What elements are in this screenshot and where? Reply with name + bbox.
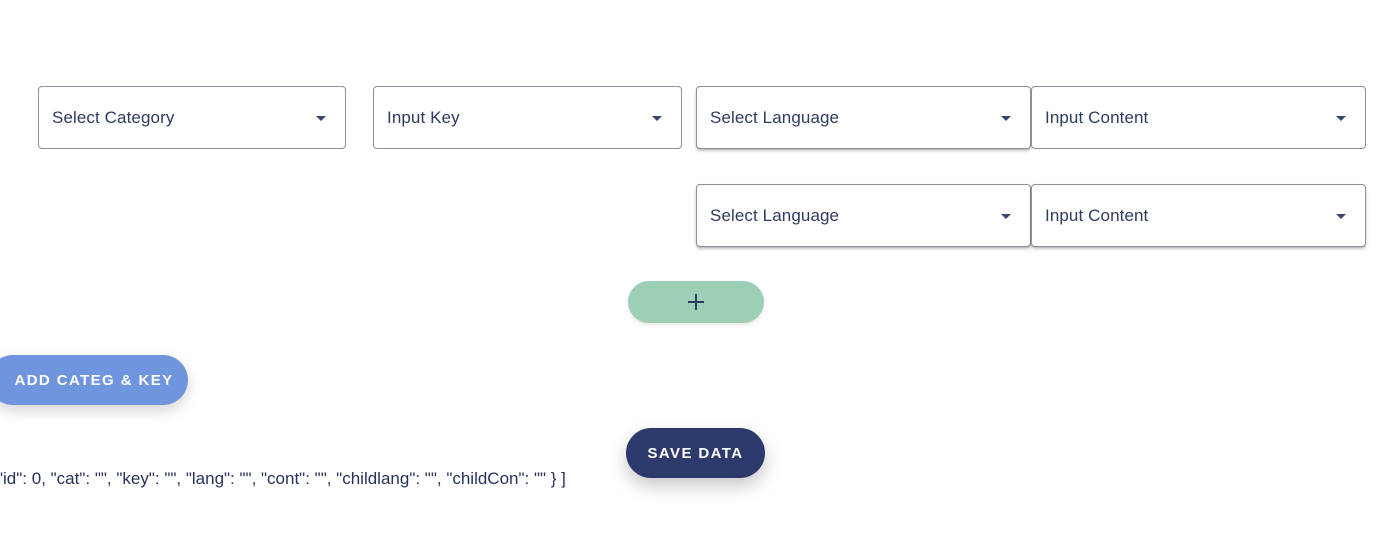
category-select-label: Select Category xyxy=(52,107,175,127)
chevron-down-icon xyxy=(316,115,326,121)
language-select[interactable]: Select Language xyxy=(696,86,1031,149)
data-output-text: "id": 0, "cat": "", "key": "", "lang": "… xyxy=(0,469,566,488)
child-language-select[interactable]: Select Language xyxy=(696,184,1031,247)
chevron-down-icon xyxy=(1336,115,1346,121)
child-content-select-label: Input Content xyxy=(1045,205,1149,225)
add-category-key-button[interactable]: ADD CATEG & KEY xyxy=(0,355,188,405)
child-language-select-label: Select Language xyxy=(710,205,840,225)
content-select-label: Input Content xyxy=(1045,107,1149,127)
plus-icon xyxy=(688,294,704,310)
chevron-down-icon xyxy=(1001,115,1011,121)
category-select[interactable]: Select Category xyxy=(38,86,346,149)
language-select-label: Select Language xyxy=(710,107,840,127)
child-content-select[interactable]: Input Content xyxy=(1031,184,1366,247)
save-data-button[interactable]: SAVE DATA xyxy=(626,428,765,478)
chevron-down-icon xyxy=(1336,213,1346,219)
chevron-down-icon xyxy=(1001,213,1011,219)
key-select[interactable]: Input Key xyxy=(373,86,682,149)
key-select-label: Input Key xyxy=(387,107,460,127)
add-language-row-button[interactable] xyxy=(628,281,764,323)
chevron-down-icon xyxy=(652,115,662,121)
content-select[interactable]: Input Content xyxy=(1031,86,1366,149)
